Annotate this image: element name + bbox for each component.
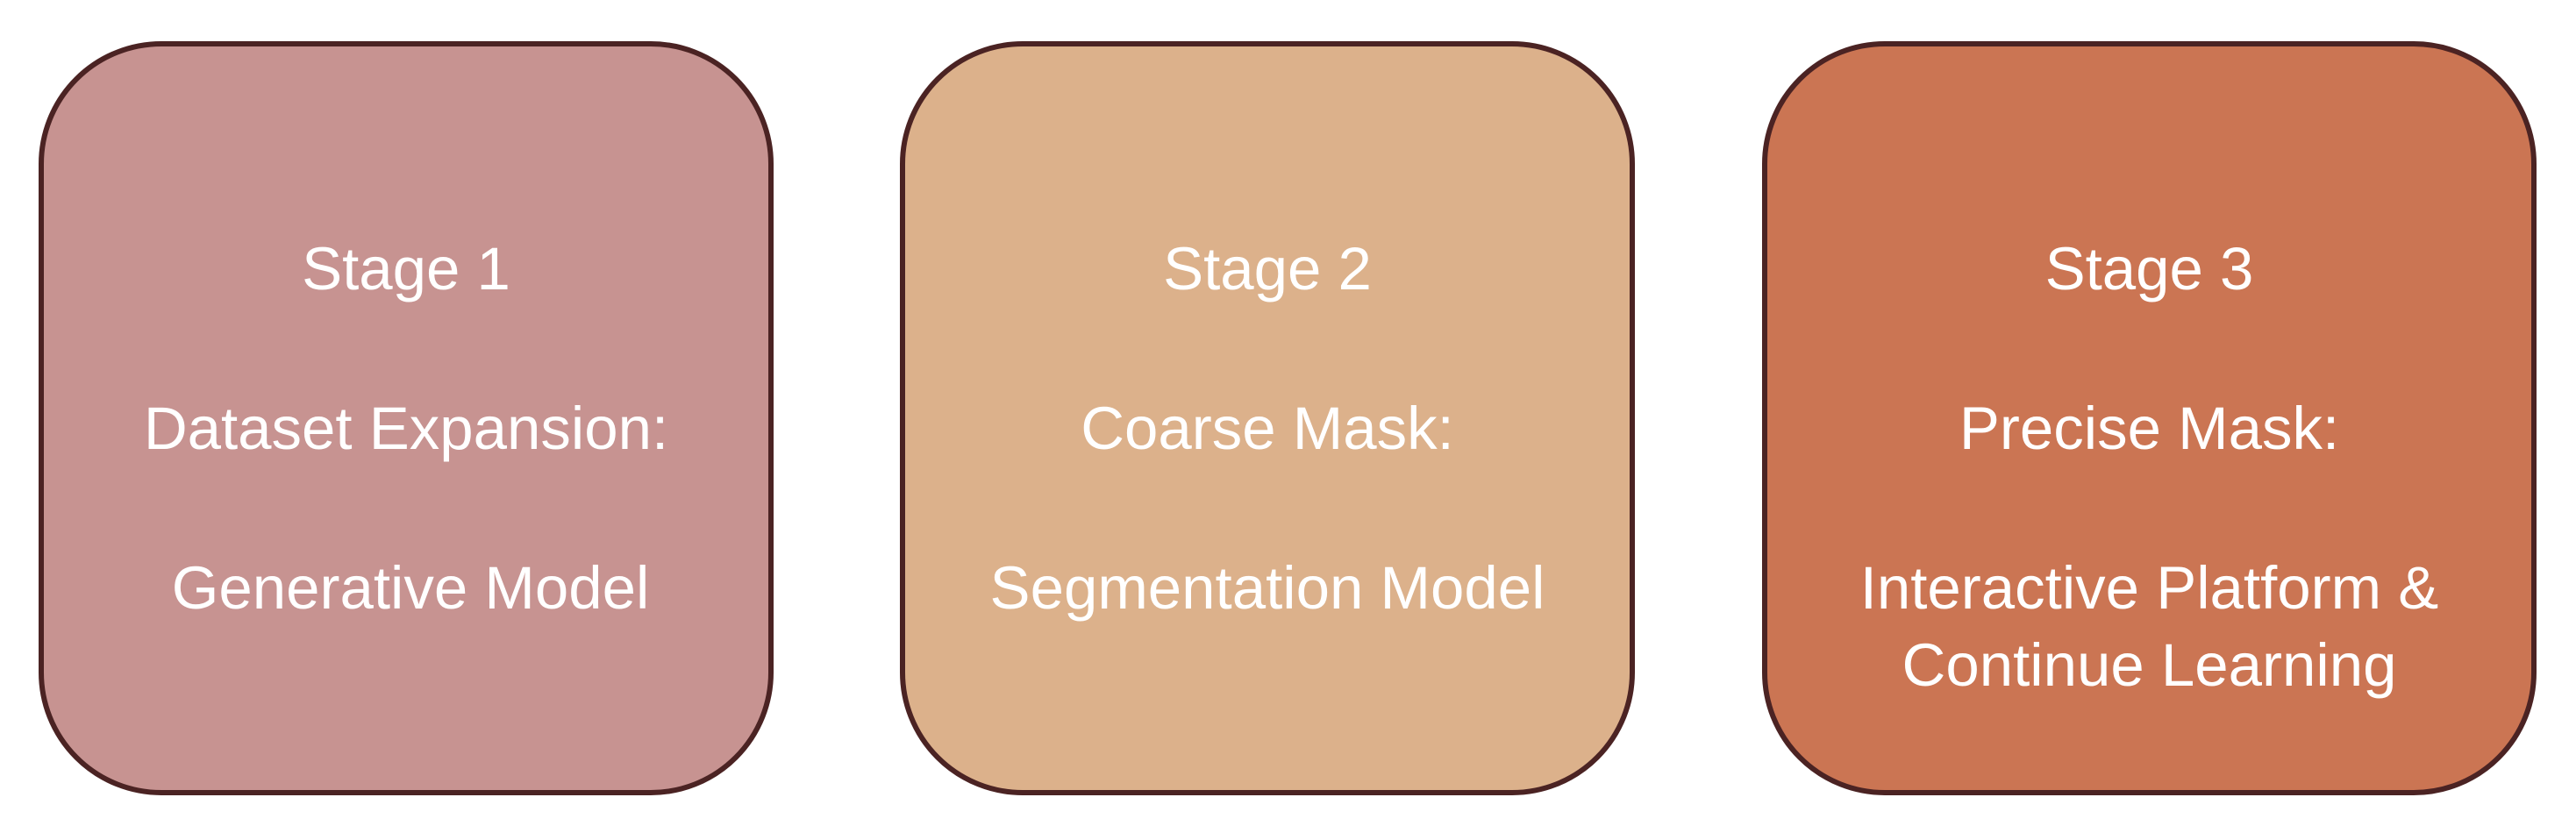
stage-1-label: Dataset Expansion: (143, 395, 669, 462)
stage-2-label: Coarse Mask: (1081, 395, 1454, 462)
stage-2-box: Stage 2 Coarse Mask: Segmentation Model (900, 41, 1635, 795)
stage-3-title: Stage 3 (2044, 235, 2254, 303)
stage-1-description: Generative Model (171, 554, 650, 622)
stage-1-title: Stage 1 (302, 235, 510, 303)
stage-1-box: Stage 1 Dataset Expansion: Generative Mo… (39, 41, 774, 795)
stage-3-box: Stage 3 Precise Mask: Interactive Platfo… (1762, 41, 2537, 795)
stage-3-description-line-2: Continue Learning (1902, 631, 2397, 699)
stage-2-title: Stage 2 (1163, 235, 1372, 303)
stage-3-label: Precise Mask: (1959, 395, 2340, 462)
stage-3-description-line-1: Interactive Platform & (1859, 554, 2439, 622)
stage-2-description: Segmentation Model (989, 554, 1545, 622)
